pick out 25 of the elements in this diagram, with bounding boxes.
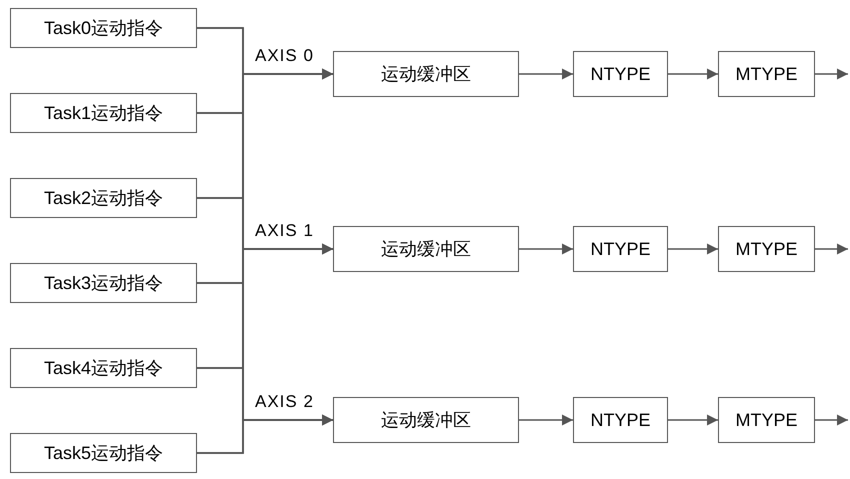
process-box: Task5运动指令 <box>10 433 197 473</box>
process-box: NTYPE <box>573 51 668 97</box>
arrow <box>668 68 718 80</box>
process-box: MTYPE <box>718 226 815 272</box>
process-box: 运动缓冲区 <box>333 397 519 443</box>
arrow <box>668 244 718 254</box>
arrow <box>519 414 573 426</box>
process-box: MTYPE <box>718 51 815 97</box>
process-box: Task3运动指令 <box>10 263 197 303</box>
process-box: Task4运动指令 <box>10 348 197 388</box>
arrow <box>815 244 848 254</box>
process-box: 运动缓冲区 <box>333 226 519 272</box>
arrow <box>815 414 848 426</box>
process-box: Task1运动指令 <box>10 93 197 133</box>
process-box: 运动缓冲区 <box>333 51 519 97</box>
arrow <box>197 414 333 454</box>
process-box: NTYPE <box>573 397 668 443</box>
process-box: MTYPE <box>718 397 815 443</box>
process-box: Task2运动指令 <box>10 178 197 218</box>
arrow <box>519 244 573 254</box>
process-box: NTYPE <box>573 226 668 272</box>
arrow <box>815 68 848 80</box>
arrow <box>668 414 718 426</box>
process-box: Task0运动指令 <box>10 8 197 48</box>
arrow <box>519 68 573 80</box>
